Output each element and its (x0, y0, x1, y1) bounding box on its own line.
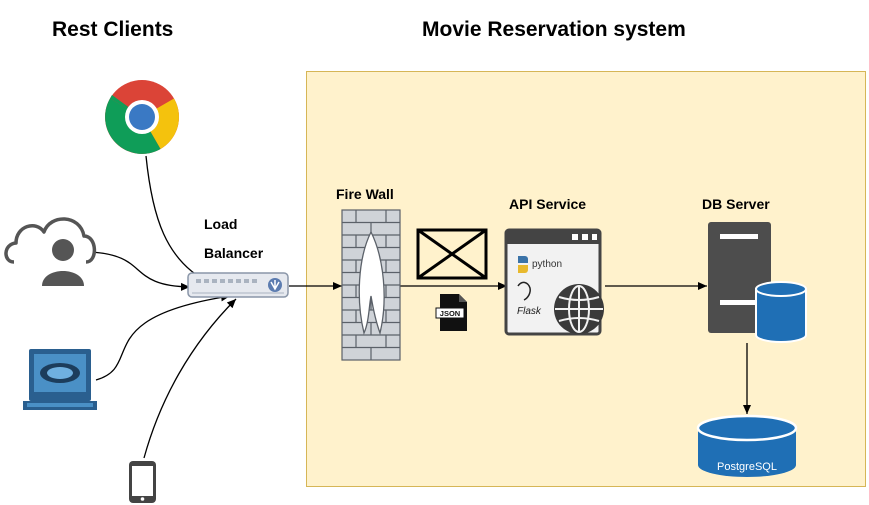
json-file-icon: JSON (435, 294, 467, 331)
connectors (89, 155, 751, 459)
api-service-label: API Service (509, 196, 587, 212)
mobile-phone-icon (129, 461, 156, 503)
load-balancer-label-line1: Load (204, 216, 238, 232)
load-balancer-label-line2: Balancer (204, 245, 264, 261)
system-title: Movie Reservation system (422, 18, 686, 41)
db-cylinder-icon (755, 281, 807, 343)
database-icon: PostgreSQL (696, 414, 798, 477)
database-label: PostgreSQL (717, 461, 777, 473)
chrome-to-balancer-edge (145, 155, 213, 285)
flask-logo-text: Flask (517, 306, 542, 317)
clients-title: Rest Clients (52, 18, 174, 41)
desktop-computer-icon (23, 349, 97, 410)
phone-to-balancer-edge (143, 298, 237, 459)
cloud-user-icon (4, 217, 97, 286)
db-server-label: DB Server (702, 196, 770, 212)
desktop-to-balancer-edge (95, 293, 231, 381)
envelope-icon (416, 228, 488, 280)
api-window-icon: python Flask (504, 228, 604, 336)
python-logo-text: python (532, 259, 562, 270)
load-balancer-icon (187, 272, 289, 298)
chrome-icon (105, 80, 179, 154)
firewall-icon (341, 209, 401, 361)
cloud-to-balancer-edge (89, 251, 191, 291)
json-tag-text: JSON (440, 309, 460, 318)
firewall-label: Fire Wall (336, 186, 394, 202)
